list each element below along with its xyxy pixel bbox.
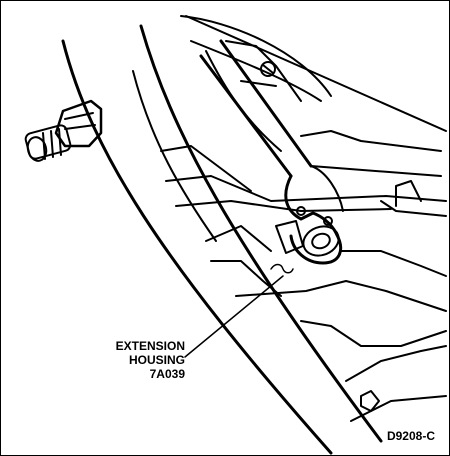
bolt [24, 99, 103, 162]
callout-line-1: EXTENSION [115, 339, 185, 353]
small-bolt-top [260, 61, 276, 77]
transmission-body [61, 15, 447, 455]
callout-line-2: HOUSING [128, 353, 185, 367]
leader-line [184, 263, 294, 358]
extension-housing-callout: EXTENSION HOUSING 7A039 [85, 339, 185, 381]
wrench [199, 39, 344, 265]
callout-part-number: 7A039 [149, 367, 185, 381]
figure-id: D9208-C [386, 429, 435, 443]
